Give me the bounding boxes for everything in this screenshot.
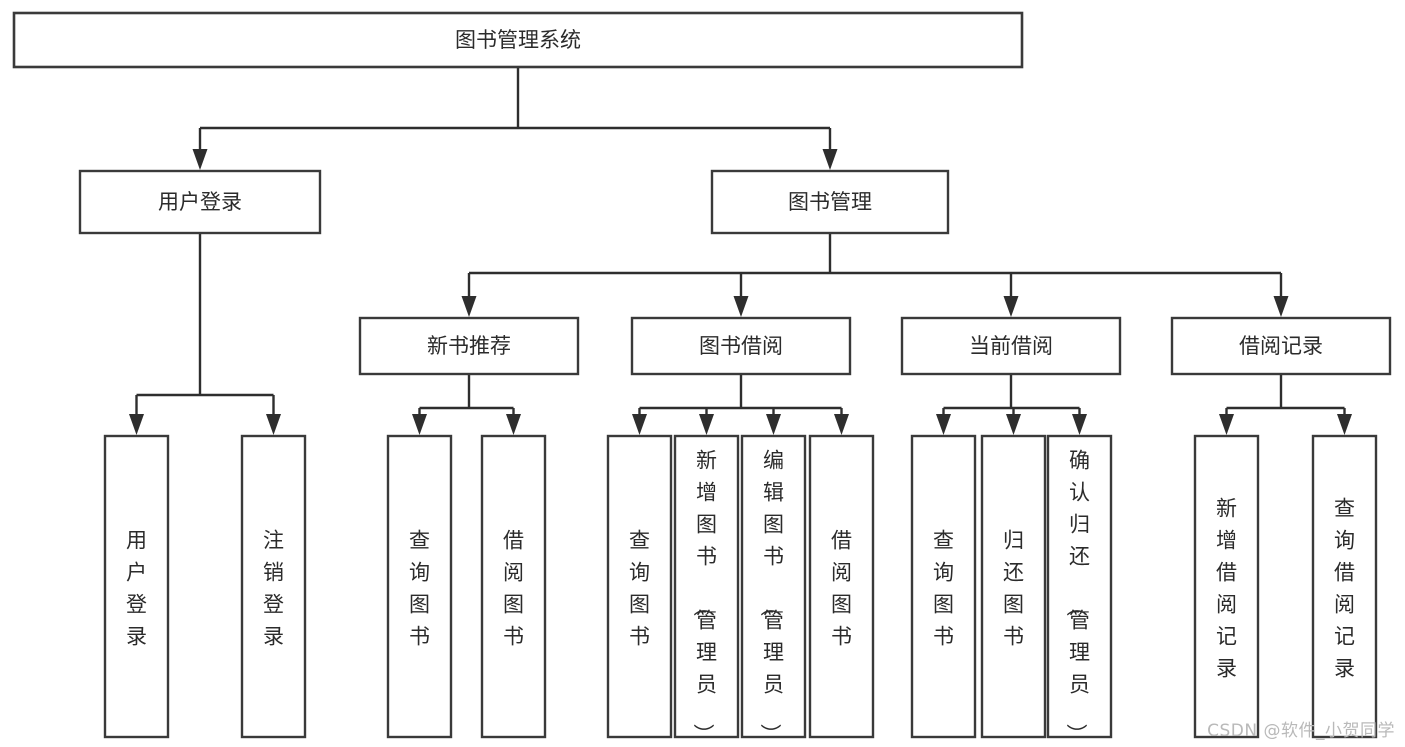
diagram-node-n14[interactable]: 借阅图书	[808, 434, 875, 739]
arrow-head-icon	[1273, 296, 1289, 317]
connector-group	[1219, 374, 1352, 435]
node-label: 新书推荐	[427, 334, 511, 358]
node-label: 用户登录	[126, 528, 147, 648]
diagram-node-n11[interactable]: 查询图书	[606, 434, 673, 739]
diagram-node-n12[interactable]: 新增图书（管理员）	[673, 434, 740, 744]
diagram-node-n3[interactable]: 新书推荐	[358, 316, 580, 376]
arrow-head-icon	[1006, 414, 1021, 435]
node-label: 查询图书	[629, 528, 650, 648]
node-box[interactable]	[980, 434, 1047, 739]
arrow-head-icon	[1003, 296, 1019, 317]
diagram-node-n6[interactable]: 借阅记录	[1170, 316, 1392, 376]
node-label: 确认归还（管理员）	[1064, 448, 1090, 744]
node-box[interactable]	[910, 434, 977, 739]
node-layer: 图书管理系统用户登录图书管理新书推荐图书借阅当前借阅借阅记录用户登录注销登录查询…	[12, 11, 1392, 744]
csdn-watermark: CSDN @软件_小贺同学	[1207, 721, 1395, 741]
diagram-node-n5[interactable]: 当前借阅	[900, 316, 1122, 376]
node-label: 用户登录	[158, 190, 242, 214]
connector-group	[192, 67, 838, 170]
connector-group	[129, 233, 281, 435]
node-label: 查询图书	[933, 528, 954, 648]
node-label: 查询图书	[409, 528, 430, 648]
connector-layer	[129, 67, 1352, 435]
node-box[interactable]	[358, 316, 580, 376]
arrow-head-icon	[506, 414, 521, 435]
node-box[interactable]	[12, 11, 1024, 69]
node-label: 借阅图书	[831, 528, 852, 648]
diagram-node-n15[interactable]: 查询图书	[910, 434, 977, 739]
connector-group	[412, 374, 521, 435]
node-box[interactable]	[1311, 434, 1378, 739]
diagram-node-n16[interactable]: 归还图书	[980, 434, 1047, 739]
arrow-head-icon	[733, 296, 749, 317]
node-label: 新增借阅记录	[1216, 496, 1237, 680]
arrow-head-icon	[412, 414, 427, 435]
arrow-head-icon	[266, 414, 281, 435]
node-box[interactable]	[740, 434, 807, 739]
node-box[interactable]	[630, 316, 852, 376]
diagram-node-n9[interactable]: 查询图书	[386, 434, 453, 739]
arrow-head-icon	[834, 414, 849, 435]
node-label: 图书借阅	[699, 334, 783, 358]
diagram-node-n18[interactable]: 新增借阅记录	[1193, 434, 1260, 739]
node-box[interactable]	[808, 434, 875, 739]
node-box[interactable]	[240, 434, 307, 739]
node-label: 查询借阅记录	[1334, 496, 1355, 680]
node-label: 编辑图书（管理员）	[758, 448, 784, 744]
node-label: 借阅记录	[1239, 334, 1323, 358]
node-box[interactable]	[900, 316, 1122, 376]
arrow-head-icon	[129, 414, 144, 435]
node-box[interactable]	[386, 434, 453, 739]
node-label: 图书管理	[788, 190, 872, 214]
node-label: 注销登录	[263, 528, 284, 648]
node-box[interactable]	[673, 434, 740, 739]
arrow-head-icon	[1072, 414, 1087, 435]
node-box[interactable]	[1193, 434, 1260, 739]
diagram-node-n4[interactable]: 图书借阅	[630, 316, 852, 376]
arrow-head-icon	[192, 149, 208, 170]
node-label: 当前借阅	[969, 334, 1053, 358]
node-box[interactable]	[1046, 434, 1113, 739]
arrow-head-icon	[1337, 414, 1352, 435]
connector-group	[936, 374, 1087, 435]
node-box[interactable]	[103, 434, 170, 739]
diagram-node-n17[interactable]: 确认归还（管理员）	[1046, 434, 1113, 744]
connector-group	[461, 233, 1289, 317]
arrow-head-icon	[461, 296, 477, 317]
diagram-node-n10[interactable]: 借阅图书	[480, 434, 547, 739]
diagram-node-n13[interactable]: 编辑图书（管理员）	[740, 434, 807, 744]
arrow-head-icon	[1219, 414, 1234, 435]
node-box[interactable]	[78, 169, 322, 235]
diagram-node-n0[interactable]: 图书管理系统	[12, 11, 1024, 69]
arrow-head-icon	[766, 414, 781, 435]
node-label: 借阅图书	[503, 528, 524, 648]
diagram-node-n19[interactable]: 查询借阅记录	[1311, 434, 1378, 739]
arrow-head-icon	[936, 414, 951, 435]
node-box[interactable]	[480, 434, 547, 739]
node-label: 归还图书	[1003, 528, 1024, 648]
diagram-node-n1[interactable]: 用户登录	[78, 169, 322, 235]
node-label: 新增图书（管理员）	[691, 448, 717, 744]
node-box[interactable]	[606, 434, 673, 739]
node-box[interactable]	[710, 169, 950, 235]
arrow-head-icon	[632, 414, 647, 435]
arrow-head-icon	[822, 149, 838, 170]
node-box[interactable]	[1170, 316, 1392, 376]
connector-group	[632, 374, 849, 435]
diagram-node-n2[interactable]: 图书管理	[710, 169, 950, 235]
diagram-node-n7[interactable]: 用户登录	[103, 434, 170, 739]
diagram-node-n8[interactable]: 注销登录	[240, 434, 307, 739]
arrow-head-icon	[699, 414, 714, 435]
node-label: 图书管理系统	[455, 28, 581, 52]
